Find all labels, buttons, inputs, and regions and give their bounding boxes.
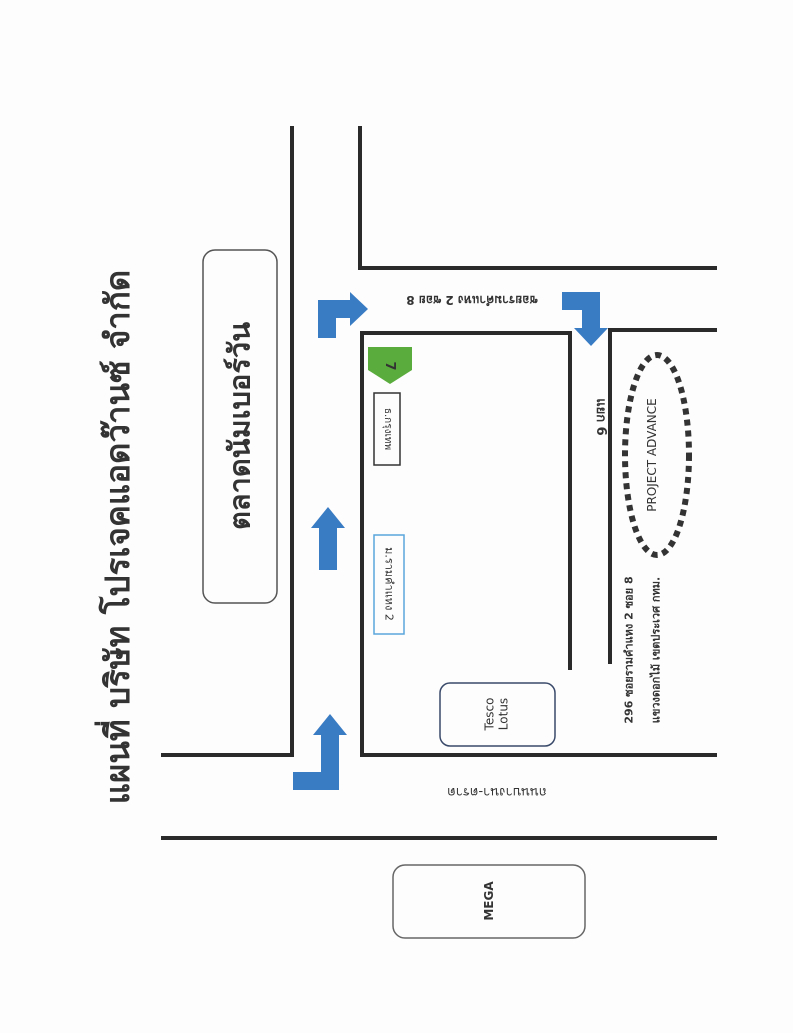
tesco-label-line2: Lotus (497, 697, 511, 731)
tesco-box (439, 682, 556, 747)
company-label: PROJECT ADVANCE (644, 398, 659, 512)
arrow-turn-down-icon (562, 292, 608, 346)
university-box (373, 534, 405, 635)
road-edge-top-right (358, 126, 717, 270)
market-box (202, 249, 278, 604)
soi-label: ซอยรามคำแหง 2 ซอย 8 (406, 293, 538, 308)
address-line1: 296 ซอยรามคำแหง 2 ซอย 8 (622, 576, 636, 724)
junction-label: แยก 6 (592, 398, 608, 436)
arrow-up-turn-icon (293, 714, 347, 790)
address-line2: แขวงดอกไม้ เขตประเวศ กทม. (649, 576, 663, 724)
bank-label: ธ.กรุงเทพ (382, 407, 393, 451)
block-edge (360, 331, 717, 757)
seven-eleven-label: 7 (381, 361, 397, 371)
page-title: แผนที่ บริษัท โปรเจคแอดว๊านซ์ จำกัด (98, 269, 138, 805)
mega-label: MEGA (481, 881, 496, 921)
company-location-oval (622, 352, 692, 558)
arrow-turn-right-icon (318, 292, 368, 338)
arrow-up-icon (311, 507, 345, 570)
market-label: ตลาดนัมเบอร์วัน (222, 321, 257, 531)
road-edge-soi-right (608, 328, 717, 664)
mega-box (392, 864, 586, 939)
main-road-label: ถนนบางนา-ตราด (447, 783, 547, 799)
seven-eleven-icon (368, 347, 412, 384)
direction-arrows (293, 292, 608, 790)
university-label: ม.รามคำแหง 2 (382, 547, 396, 621)
road-edge-main-left (161, 126, 294, 757)
tesco-label: Tesco Lotus (483, 698, 512, 731)
bank-box (373, 392, 401, 466)
tesco-label-line1: Tesco (482, 697, 497, 731)
